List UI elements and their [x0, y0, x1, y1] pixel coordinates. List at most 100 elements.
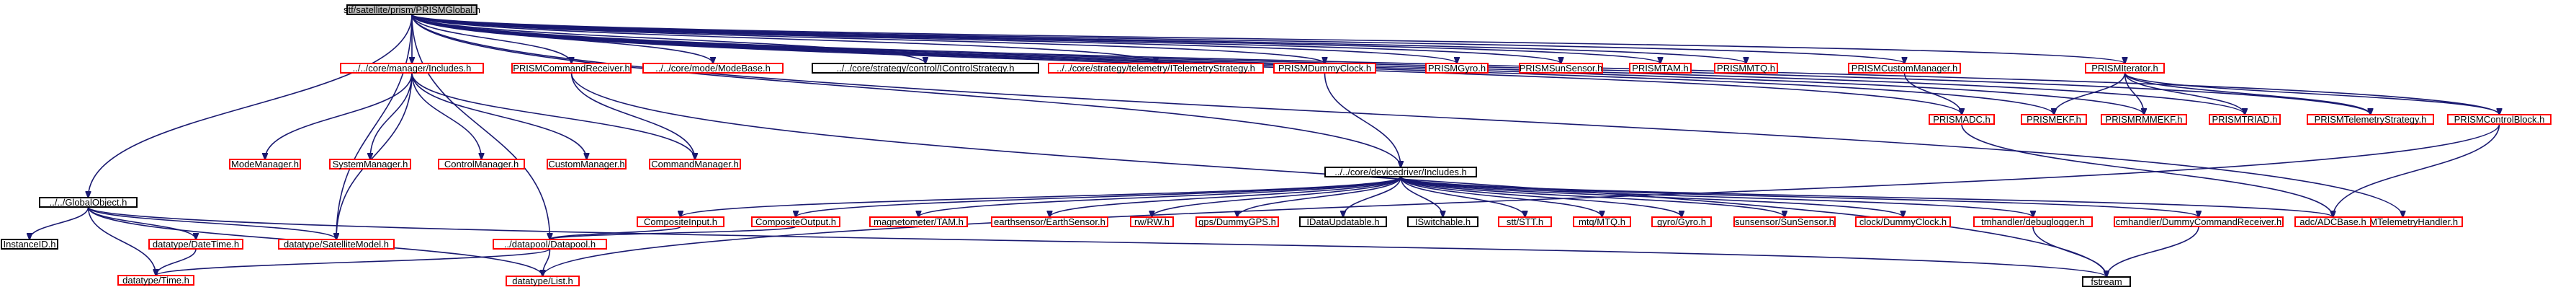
node-box: [2114, 216, 2284, 227]
node-gps[interactable]: gps/DummyGPS.h: [1195, 216, 1279, 227]
node-label: ../datapool/Datapool.h: [504, 239, 596, 250]
node-mtq-mtq[interactable]: mtq/MTQ.h: [1573, 216, 1631, 227]
edge-devicedriver_includes-to-gyro_gyro: [1400, 176, 1682, 217]
node-list[interactable]: datatype/List.h: [506, 276, 580, 286]
node-box: [649, 159, 741, 170]
node-earth-sensor[interactable]: earthsensor/EarthSensor.h: [991, 216, 1108, 227]
edge-root-to-telemetry_handler: [411, 14, 2403, 217]
node-time[interactable]: datatype/Time.h: [117, 275, 194, 286]
node-satellite-model[interactable]: datatype/SatelliteModel.h: [278, 239, 395, 250]
node-label: IDataUpdatable.h: [1306, 216, 1379, 227]
node-iswitchable[interactable]: ISwitchable.h: [1407, 216, 1478, 227]
node-adc-base[interactable]: adc/ADCBase.h: [2294, 216, 2371, 227]
node-iterator[interactable]: PRISMIterator.h: [2085, 63, 2165, 74]
node-box: [2082, 276, 2131, 287]
edge-manager_includes-to-system_manager: [370, 72, 413, 159]
node-label: ../../core/mode/ModeBase.h: [655, 63, 771, 74]
edge-global_object-to-instance_id: [30, 206, 89, 239]
node-dummy-clock[interactable]: PRISMDummyClock.h: [1273, 63, 1376, 74]
node-box: [812, 63, 1039, 74]
node-debug-logger[interactable]: tmhandler/debuglogger.h: [1973, 216, 2093, 227]
node-custom-manager-prism[interactable]: PRISMCustomManager.h: [1848, 63, 1961, 74]
node-prism-adc[interactable]: PRISMADC.h: [1929, 114, 1995, 125]
node-layer: stf/satellite/prism/PRISMGlobal.h ../../G…: [1, 4, 2552, 287]
node-instance-id[interactable]: InstanceID.h: [1, 239, 58, 250]
node-label: PRISMGyro.h: [1428, 63, 1486, 74]
node-box: [39, 197, 138, 208]
node-tam[interactable]: PRISMTAM.h: [1629, 63, 1692, 74]
node-box: [506, 276, 580, 286]
node-control-block[interactable]: PRISMControlBlock.h: [2447, 114, 2552, 125]
node-control-manager[interactable]: ControlManager.h: [438, 159, 525, 170]
edge-devicedriver_includes-to-gps: [1237, 176, 1401, 217]
node-label: stt/STT.h: [1507, 216, 1543, 227]
node-mode-base[interactable]: ../../core/mode/ModeBase.h: [642, 63, 784, 74]
node-telemetry-strategy[interactable]: PRISMTelemetryStrategy.h: [2307, 114, 2434, 125]
node-label: PRISMCommandReceiver.h: [513, 63, 630, 74]
node-label: stf/satellite/prism/PRISMGlobal.h: [344, 4, 480, 15]
node-gyro[interactable]: PRISMGyro.h: [1425, 63, 1489, 74]
node-gyro-gyro[interactable]: gyro/Gyro.h: [1651, 216, 1712, 227]
edge-devicedriver_includes-to-stt: [1400, 176, 1525, 217]
node-stt[interactable]: stt/STT.h: [1498, 216, 1552, 227]
node-mode-manager[interactable]: ModeManager.h: [229, 159, 301, 170]
node-telemetry-handler[interactable]: PRISMTelemetryHandler.h: [2343, 216, 2463, 227]
node-command-manager[interactable]: CommandManager.h: [649, 159, 741, 170]
node-label: PRISMSunSensor.h: [1520, 63, 1603, 74]
edge-manager_includes-to-command_manager: [411, 72, 695, 159]
node-devicedriver-includes[interactable]: ../../core/devicedriver/Includes.h: [1324, 167, 1477, 177]
node-magnetometer-tam[interactable]: magnetometer/TAM.h: [869, 216, 968, 227]
node-label: CommandManager.h: [651, 159, 738, 170]
node-fstream[interactable]: fstream: [2082, 276, 2131, 287]
node-label: SystemManager.h: [333, 159, 408, 170]
node-label: gps/DummyGPS.h: [1198, 216, 1276, 227]
node-box: [1130, 216, 1174, 227]
edge-devicedriver_includes-to-composite_output: [796, 176, 1401, 217]
node-ekf[interactable]: PRISMEKF.h: [2021, 114, 2087, 125]
node-box: [1048, 63, 1264, 74]
node-system-manager[interactable]: SystemManager.h: [329, 159, 411, 170]
edge-global_object-to-time: [87, 206, 156, 276]
node-triad[interactable]: PRISMTRIAD.h: [2209, 114, 2281, 125]
node-box: [751, 216, 840, 227]
node-box: [642, 63, 784, 74]
node-box: [1651, 216, 1712, 227]
node-composite-output[interactable]: CompositeOutput.h: [751, 216, 840, 227]
node-clock-dummy[interactable]: clock/DummyClock.h: [1855, 216, 1951, 227]
node-sun-sensor[interactable]: PRISMSunSensor.h: [1519, 63, 1603, 74]
node-composite-input[interactable]: CompositeInput.h: [637, 216, 724, 227]
node-cmd-receiver[interactable]: PRISMCommandReceiver.h: [511, 63, 632, 74]
node-icontrol-strategy[interactable]: ../../core/strategy/control/IControlStra…: [812, 63, 1039, 74]
node-sunsensor[interactable]: sunsensor/SunSensor.h: [1733, 216, 1836, 227]
node-label: cmhandler/DummyCommandReceiver.h: [2116, 216, 2281, 227]
node-dummy-cmd-receiver[interactable]: cmhandler/DummyCommandReceiver.h: [2114, 216, 2284, 227]
node-box: [637, 216, 724, 227]
node-manager-includes[interactable]: ../../core/manager/Includes.h: [340, 63, 484, 74]
node-idata-updatable[interactable]: IDataUpdatable.h: [1299, 216, 1387, 227]
node-rmm-ekf[interactable]: PRISMRMMEKF.h: [2101, 114, 2187, 125]
node-box: [991, 216, 1108, 227]
edge-dummy_clock-to-devicedriver_includes: [1324, 72, 1401, 167]
node-root[interactable]: stf/satellite/prism/PRISMGlobal.h: [344, 4, 480, 15]
node-global-object[interactable]: ../../GlobalObject.h: [39, 197, 138, 208]
edge-devicedriver_includes-to-debug_logger: [1400, 176, 2033, 217]
edge-layer: [30, 14, 2500, 277]
node-box: [1273, 63, 1376, 74]
node-date-time[interactable]: datatype/DateTime.h: [148, 239, 243, 250]
node-box: [278, 239, 395, 250]
node-box: [2021, 114, 2087, 125]
node-label: fstream: [2091, 276, 2122, 287]
node-itelemetry-strategy[interactable]: ../../core/strategy/telemetry/ITelemetry…: [1048, 63, 1264, 74]
edge-global_object-to-fstream: [87, 206, 2107, 277]
node-label: CompositeInput.h: [644, 216, 717, 227]
node-custom-manager[interactable]: CustomManager.h: [547, 159, 627, 170]
node-datapool[interactable]: ../datapool/Datapool.h: [493, 239, 607, 250]
node-label: ../../core/manager/Includes.h: [353, 63, 472, 74]
edge-manager_includes-to-custom_manager: [411, 72, 587, 159]
node-label: ../../core/strategy/telemetry/ITelemetry…: [1056, 63, 1255, 74]
node-rw[interactable]: rw/RW.h: [1130, 216, 1174, 227]
edge-iterator-to-triad: [2124, 72, 2245, 115]
node-mtq[interactable]: PRISMMTQ.h: [1714, 63, 1778, 74]
edge-root-to-global_object: [89, 14, 413, 198]
edge-root-to-itelemetry_strategy: [411, 14, 1156, 63]
